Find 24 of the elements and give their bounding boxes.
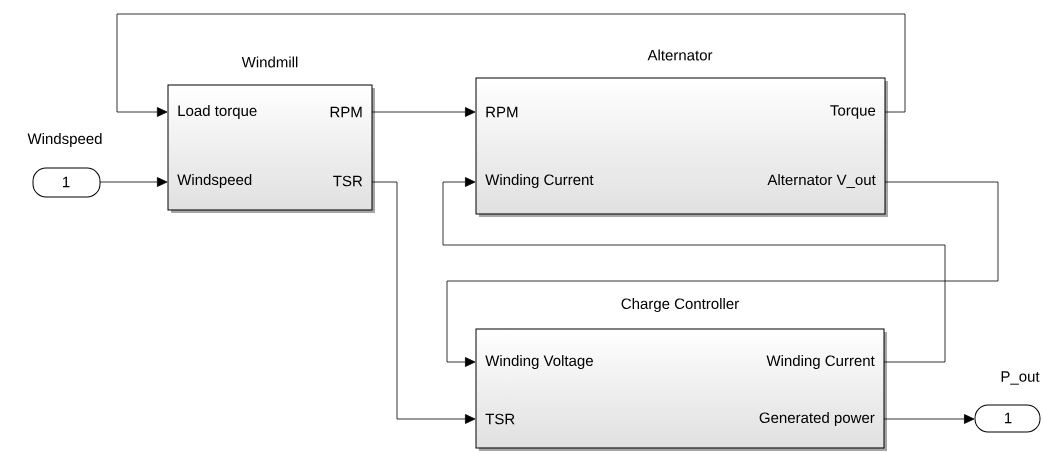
port-label: Generated power	[759, 412, 875, 426]
block-title: Windmill	[241, 56, 298, 68]
port-label: TSR	[333, 175, 363, 187]
port-label: RPM	[486, 106, 518, 118]
port-number: 1	[1005, 412, 1012, 424]
signal-arrow	[99, 177, 168, 187]
port-number: 1	[63, 176, 70, 188]
signal-arrow	[116, 13, 906, 117]
block-title: Alternator	[647, 49, 713, 61]
block-title: Charge Controller	[621, 298, 739, 312]
port-label: Winding Voltage	[485, 355, 593, 369]
port-label: P_out	[1001, 371, 1040, 385]
port-label: RPM	[330, 106, 362, 118]
port-label: Torque	[830, 105, 876, 119]
signal-arrow	[371, 181, 476, 424]
signal-arrow	[883, 414, 975, 424]
port-label: Alternator V_out	[767, 174, 876, 188]
port-label: Windspeed	[27, 133, 102, 147]
port-label: TSR	[485, 413, 515, 425]
port-label: Windspeed	[177, 174, 252, 188]
port-label: Load torque	[178, 105, 257, 119]
signal-arrow	[371, 107, 476, 117]
port-label: Winding Current	[766, 355, 875, 369]
port-label: Winding Current	[485, 174, 594, 188]
